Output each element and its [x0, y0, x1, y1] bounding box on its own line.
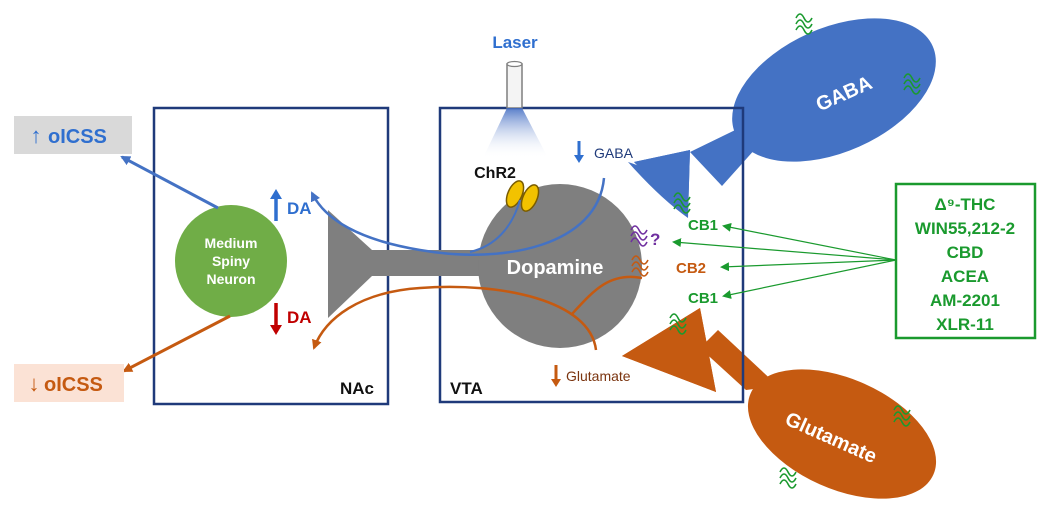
olcss-up-box	[14, 116, 132, 154]
gaba-inhibition-curve	[310, 177, 606, 256]
unknown-receptor-icon	[630, 225, 648, 247]
drug-list-box	[894, 182, 1037, 340]
drug-item: WIN55,212-2	[915, 219, 1015, 238]
laser-fiber-icon	[506, 63, 523, 109]
msn-label-line2: Spiny	[212, 253, 250, 269]
unknown-receptor-question: ?	[650, 230, 660, 249]
olcss-down-box	[14, 364, 124, 402]
laser-label: Laser	[492, 33, 538, 52]
cb2-label: CB2	[676, 260, 706, 277]
laser-beam	[483, 108, 548, 158]
olcss-down-arrow-icon: ↓	[29, 371, 40, 396]
dopamine-label: Dopamine	[507, 257, 604, 279]
da-up-label: DA	[287, 199, 312, 218]
cb1-bottom-label: CB1	[688, 290, 718, 307]
laser: Laser	[483, 33, 548, 158]
cb2-receptor-icon	[631, 255, 649, 277]
da-down-label: DA	[287, 308, 312, 327]
cb1-receptor-icon-gaba-terminal	[673, 192, 691, 214]
msn-to-down-olcss-arrow	[122, 314, 231, 373]
gaba-down-label: GABA	[594, 145, 634, 161]
nac-label: NAc	[340, 379, 374, 398]
cb1-receptor-icon-glu-soma-bottom	[779, 467, 797, 489]
chr2-stimulation-line	[469, 199, 521, 253]
chr2-label: ChR2	[474, 165, 516, 182]
cb1-receptor-icon-glu-soma-right	[893, 405, 911, 427]
drug-item: CBD	[947, 243, 984, 262]
cb1-receptor-icon-gaba-soma-top	[795, 13, 813, 35]
cb1-receptor-icon-gaba-soma-right	[903, 73, 921, 95]
msn-label-line3: Neuron	[207, 271, 256, 287]
drug-item: ACEA	[941, 267, 989, 286]
olcss-down-label: oICSS	[44, 374, 103, 396]
glutamate-down-label: Glutamate	[566, 368, 631, 384]
drug-item: AM-2201	[930, 291, 1000, 310]
vta-label: VTA	[450, 379, 483, 398]
msn-label-line1: Medium	[205, 235, 258, 251]
drug-item: Δ⁹-THC	[935, 195, 996, 214]
msn-to-up-olcss-arrow	[120, 155, 219, 210]
cb1-top-label: CB1	[688, 217, 718, 234]
medium-spiny-neuron	[175, 205, 287, 317]
drug-item: XLR-11	[936, 315, 994, 334]
olcss-up-label: oICSS	[48, 126, 107, 148]
olcss-up-arrow-icon: ↑	[31, 123, 42, 148]
cb1-receptor-icon-glutamate-terminal	[669, 313, 687, 335]
dopamine-neuron: Dopamine	[328, 184, 642, 348]
glutamate-curve	[314, 275, 643, 350]
drug-arrows	[672, 222, 897, 299]
